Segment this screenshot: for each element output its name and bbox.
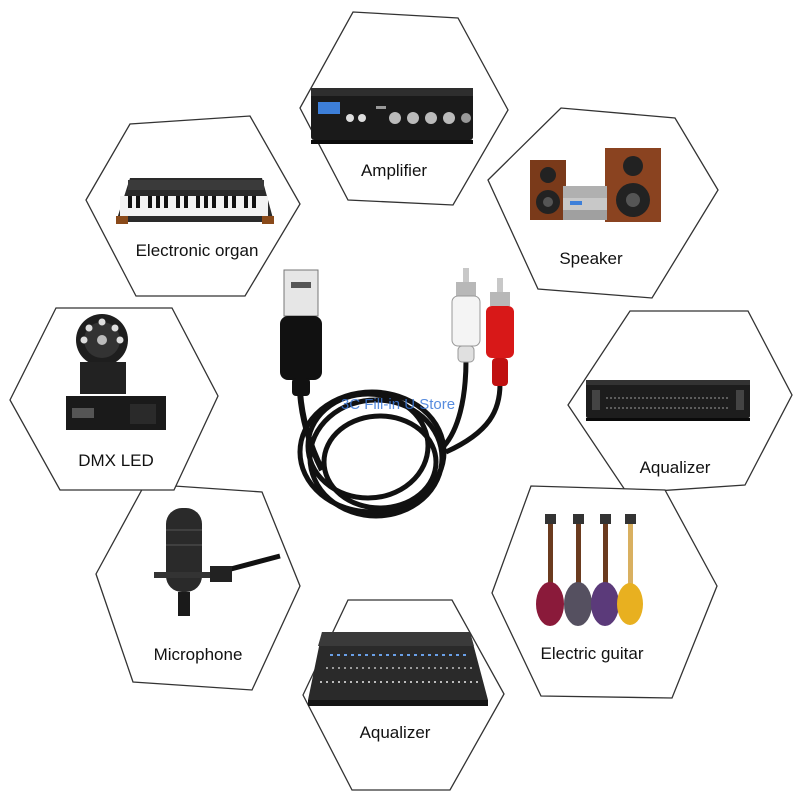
rca-plug-red <box>486 278 514 386</box>
speaker-icon <box>530 148 661 222</box>
hex-aqualizer-mixer: Aqualizer <box>302 599 505 791</box>
store-watermark: 3C Fill-in U Store <box>341 396 455 413</box>
amplifier-icon <box>311 88 473 144</box>
hex-dmx-led: DMX LED <box>9 307 219 491</box>
hex-electric-guitar: Electric guitar <box>491 485 718 699</box>
mixing-console-icon <box>308 632 488 706</box>
usb-to-rca-cable <box>280 268 514 519</box>
device-label: Electric guitar <box>541 644 644 663</box>
device-label: Electronic organ <box>136 241 259 260</box>
hex-aqualizer-rack: Aqualizer <box>567 310 793 494</box>
rca-plug-white <box>451 268 481 363</box>
electric-guitar-icon <box>536 514 643 626</box>
hex-amplifier: Amplifier <box>299 11 509 206</box>
moving-head-light-icon <box>66 314 166 430</box>
hex-speaker: Speaker <box>487 107 719 299</box>
microphone-icon <box>154 508 281 616</box>
device-label: Aqualizer <box>360 723 431 742</box>
hex-microphone: Microphone <box>95 483 301 691</box>
equalizer-rack-icon <box>586 380 750 421</box>
device-label: Aqualizer <box>640 458 711 477</box>
device-label: DMX LED <box>78 451 154 470</box>
device-label: Microphone <box>154 645 243 664</box>
device-label: Amplifier <box>361 161 427 180</box>
usb-plug <box>280 269 322 396</box>
keyboard-icon <box>116 178 274 224</box>
hex-electronic-organ: Electronic organ <box>85 115 301 297</box>
device-label: Speaker <box>559 249 623 268</box>
